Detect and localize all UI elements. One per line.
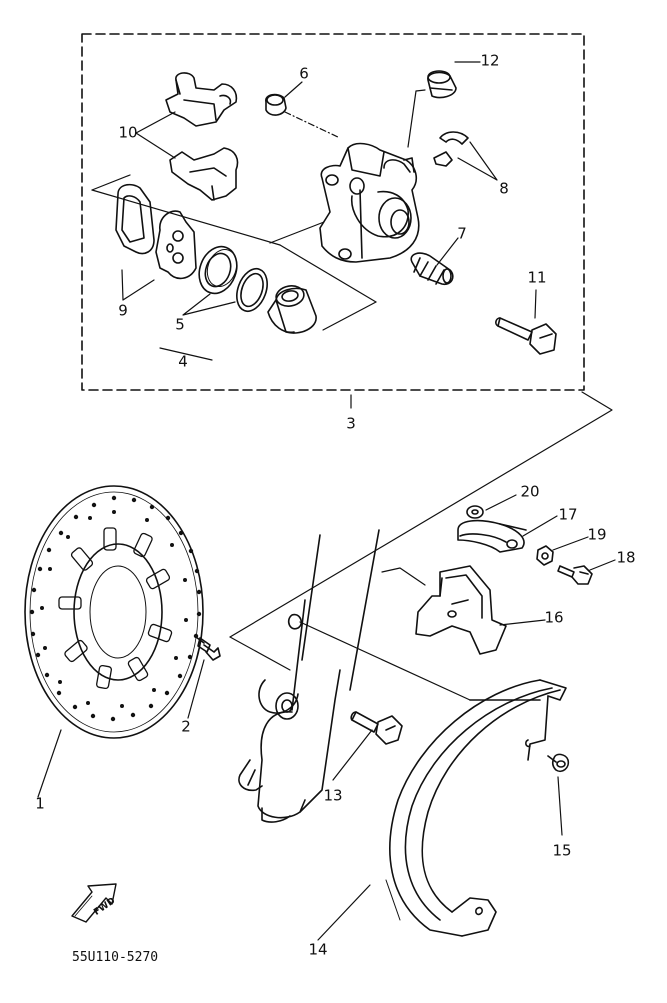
- callout-14: 14: [308, 940, 328, 959]
- callout-19: 19: [587, 525, 607, 544]
- leader-9: [122, 270, 154, 300]
- diagram-code: 55U110-5270: [72, 950, 159, 965]
- caliper-collar: [266, 95, 286, 116]
- leader-7: [437, 238, 458, 265]
- leader-8: [458, 142, 497, 180]
- hose-clamp: [458, 521, 526, 552]
- callout-9: 9: [118, 301, 128, 320]
- disc-bolt: [196, 637, 220, 660]
- shield-bolt: [548, 754, 568, 771]
- forward-arrow: [72, 884, 116, 922]
- leader-14: [318, 885, 370, 940]
- callout-4: 4: [178, 352, 188, 371]
- bracket-4-left: [160, 348, 212, 360]
- brake-disc: [25, 486, 203, 738]
- leader-16: [500, 620, 545, 625]
- callout-12: 12: [480, 51, 500, 70]
- callout-1: 1: [35, 794, 45, 813]
- callout-3: 3: [346, 414, 356, 433]
- callout-6: 6: [299, 64, 309, 83]
- leader-6: [285, 82, 302, 97]
- leader-lines: [38, 62, 615, 940]
- piston-seal-dust: [193, 241, 243, 298]
- bleed-screw: [434, 132, 468, 166]
- bracket-9-top: [92, 175, 130, 190]
- leader-20: [486, 495, 516, 510]
- callout-16: 16: [544, 608, 564, 627]
- caliper-assembly-boundary: [82, 34, 584, 390]
- callout-18: 18: [616, 548, 636, 567]
- leader-16-bracket: [382, 568, 425, 585]
- callout-11: 11: [527, 268, 547, 287]
- leader-6-axis: [285, 112, 340, 138]
- leader-10a: [136, 112, 175, 133]
- callout-13: 13: [323, 786, 343, 805]
- leader-fork-bolt: [230, 637, 290, 670]
- callout-10: 10: [118, 123, 138, 142]
- disc-shield: [386, 680, 566, 936]
- piston-seal: [231, 265, 272, 316]
- leader-2: [188, 660, 204, 718]
- caliper-piston: [268, 284, 316, 333]
- brake-pad-outer: [116, 185, 154, 254]
- leader-shield: [300, 622, 470, 700]
- callout-20: 20: [520, 482, 540, 501]
- front-fork: [239, 530, 379, 822]
- bracket-4-top: [280, 245, 376, 302]
- callout-15: 15: [552, 841, 572, 860]
- nut: [537, 546, 553, 565]
- leader-caliper-to-fork: [230, 392, 612, 637]
- leader-18: [590, 560, 615, 570]
- caliper-bolt: [496, 318, 556, 354]
- callout-5: 5: [175, 315, 185, 334]
- fork-bolt: [351, 712, 402, 744]
- leader-13: [333, 730, 372, 780]
- leader-12: [408, 90, 425, 147]
- bracket-4-right: [323, 302, 376, 330]
- leader-3-inner: [270, 222, 324, 243]
- leader-17: [523, 516, 557, 536]
- callout-17: 17: [558, 505, 578, 524]
- leader-5: [183, 294, 235, 315]
- hose-bracket: [416, 566, 506, 654]
- pin-boot: [411, 253, 453, 284]
- callout-2: 2: [181, 717, 191, 736]
- leader-19: [553, 537, 588, 550]
- callout-7: 7: [457, 224, 467, 243]
- leader-11: [535, 290, 536, 318]
- brake-pad-inner: [156, 211, 196, 278]
- screw: [558, 566, 592, 584]
- bleed-screw-cap: [428, 71, 456, 98]
- callout-8: 8: [499, 179, 509, 198]
- pad-support-lower: [170, 148, 238, 200]
- pad-support-upper: [166, 73, 236, 126]
- collar: [467, 506, 483, 518]
- caliper-body: [320, 144, 419, 262]
- leader-1: [38, 730, 61, 797]
- leader-15: [558, 777, 562, 835]
- leader-10b: [136, 133, 175, 158]
